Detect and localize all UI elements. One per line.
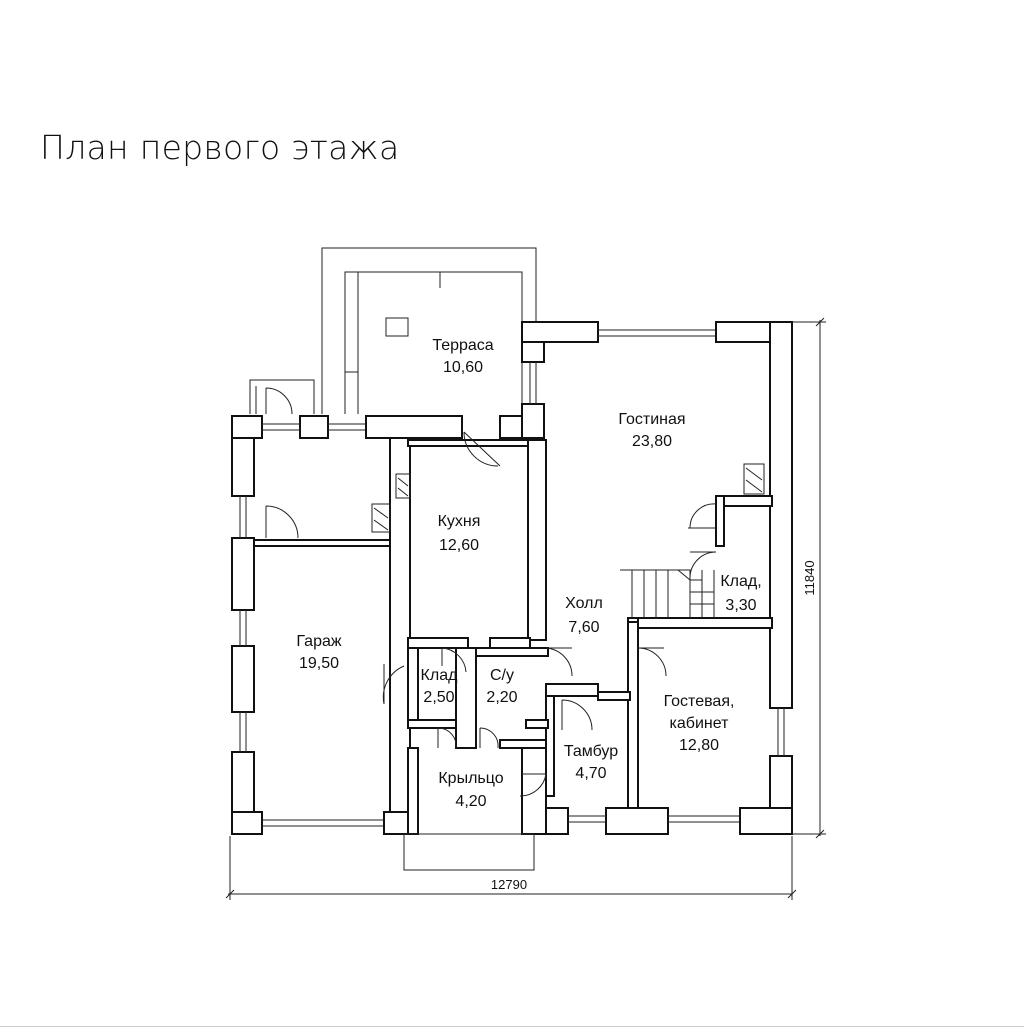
vent-icon	[371, 463, 765, 533]
terrace-outline	[321, 247, 537, 414]
bottom-divider	[0, 1026, 1024, 1027]
room-area-terrace: 10,60	[443, 359, 483, 376]
room-name-bathroom: С/у	[490, 667, 514, 684]
room-area-living: 23,80	[632, 433, 672, 450]
staircase	[620, 569, 715, 618]
room-area-guest: 12,80	[679, 737, 719, 754]
side-porch-outline	[249, 379, 315, 414]
room-name-guest: Гостевая,	[664, 693, 735, 710]
dimension-lines	[225, 317, 826, 900]
room-name-terrace: Терраса	[432, 337, 493, 354]
room-area-vestibule: 4,70	[575, 765, 606, 782]
doors	[265, 387, 717, 797]
room-name-kitchen: Кухня	[438, 513, 481, 530]
room-area-hall: 7,60	[568, 619, 599, 636]
walls	[231, 321, 793, 835]
room-name-living: Гостиная	[618, 411, 685, 428]
room-name-porch: Крыльцо	[438, 770, 503, 787]
room-area-bathroom: 2,20	[486, 689, 517, 706]
room-name-vestibule: Тамбур	[564, 743, 618, 760]
terrace-pillar	[385, 317, 409, 337]
room-name-hall: Холл	[565, 595, 603, 612]
room-labels: Терраса 10,60 Гостиная 23,80 Кухня 12,60…	[296, 337, 761, 810]
room-name-guest-2: кабинет	[670, 715, 730, 732]
room-area-garage: 19,50	[299, 655, 339, 672]
room-area-porch: 4,20	[455, 793, 486, 810]
room-area-kitchen: 12,60	[439, 537, 479, 554]
page-title: План первого этажа	[40, 128, 400, 167]
porch-step	[403, 833, 535, 871]
room-area-storage-small: 2,50	[423, 689, 454, 706]
dimension-width: 12790	[491, 877, 527, 892]
room-area-storage-large: 3,30	[725, 597, 756, 614]
dimension-height: 11840	[802, 560, 817, 595]
room-name-storage-large: Клад,	[720, 573, 761, 590]
room-name-storage-small: Клад	[421, 667, 459, 684]
room-name-garage: Гараж	[296, 633, 341, 650]
